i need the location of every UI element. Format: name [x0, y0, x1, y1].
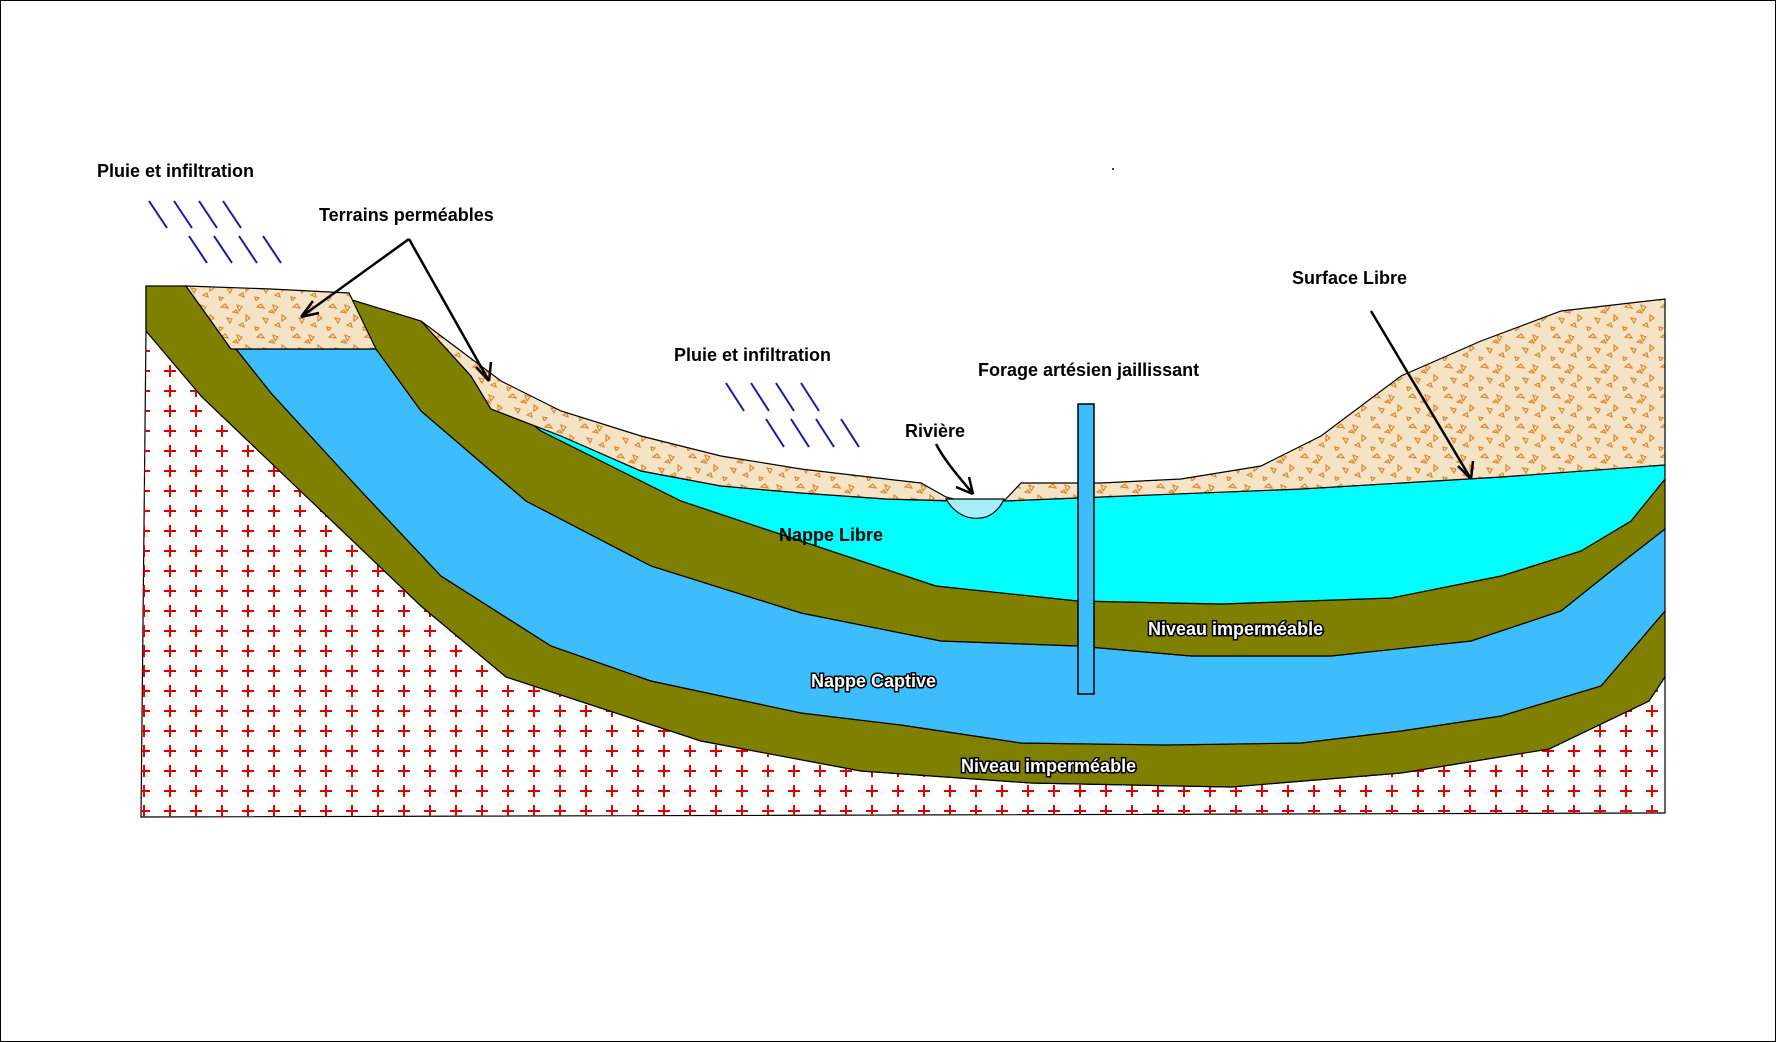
arrow-river: [934, 443, 975, 496]
stray-dot: [1112, 168, 1114, 170]
label-rain-mid: Pluie et infiltration: [674, 345, 831, 365]
artesian-well: [1077, 403, 1095, 695]
river: [944, 498, 1005, 519]
label-artesian-well: Forage artésien jaillissant: [978, 360, 1199, 380]
label-river: Rivière: [905, 421, 965, 441]
arrow-permeable-right: [407, 238, 493, 382]
arrow-surface: [1369, 310, 1475, 480]
permeable-soil-right: [1002, 298, 1666, 502]
rain-left-icon: [148, 200, 282, 264]
arrow-permeable-left: [300, 237, 410, 319]
label-rain-left: Pluie et infiltration: [97, 161, 254, 181]
label-permeable-terrain: Terrains perméables: [319, 205, 494, 225]
permeable-soil-slope: [420, 320, 962, 502]
label-impermeable-upper: Niveau imperméable: [1148, 619, 1323, 639]
label-free-surface: Surface Libre: [1292, 268, 1407, 288]
permeable-soil-left: [184, 285, 377, 350]
label-impermeable-lower: Niveau imperméable: [961, 756, 1136, 776]
rain-mid-icon: [725, 382, 860, 448]
label-unconfined-aquifer: Nappe Libre: [779, 525, 883, 545]
label-confined-aquifer: Nappe Captive: [811, 671, 936, 691]
